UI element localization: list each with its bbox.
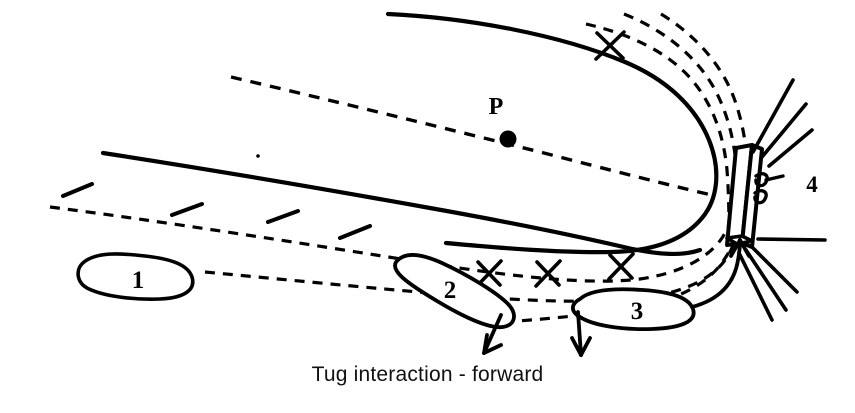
hatch-line xyxy=(760,102,808,159)
vessel-1-hull xyxy=(76,252,195,301)
vessel-2[interactable]: 2 xyxy=(393,253,516,330)
pivot-point-group: P xyxy=(489,94,517,148)
vessel-3[interactable]: 3 xyxy=(570,287,696,332)
hatch-line xyxy=(756,237,827,242)
vessel-2-hull xyxy=(393,253,516,330)
vessel-1-label: 1 xyxy=(132,267,145,294)
quay-fenders xyxy=(753,172,785,205)
tick-mark xyxy=(61,182,94,198)
hatch-line xyxy=(744,248,788,312)
tick-mark xyxy=(170,202,204,217)
tick-mark xyxy=(338,224,372,240)
cross-marker-upper xyxy=(594,30,626,61)
track-curve-lower-a xyxy=(49,191,739,283)
centerline-group xyxy=(230,75,717,198)
hatch-line xyxy=(767,128,814,168)
vessel-2-label: 2 xyxy=(444,277,457,304)
arrow-ship2-forward xyxy=(482,313,503,355)
vessel-3-label: 3 xyxy=(631,298,644,325)
pivot-point-label: P xyxy=(489,94,504,120)
centerline-dashed xyxy=(230,75,717,198)
land-hatching xyxy=(737,78,827,322)
hatch-line xyxy=(751,78,795,154)
track-curve-upper-a xyxy=(585,22,731,239)
pivot-point-dot xyxy=(499,130,517,148)
track-curve-upper-c xyxy=(660,12,750,243)
arrow-tug-push xyxy=(690,238,751,309)
cross-marker-lower-3 xyxy=(607,252,635,281)
figure-caption: Tug interaction - forward xyxy=(311,363,544,386)
cross-marker-lower-2 xyxy=(534,259,562,288)
quay-label: 4 xyxy=(806,172,818,197)
quay-structure[interactable]: 4 xyxy=(725,143,818,249)
channel-tick-marks xyxy=(61,182,372,240)
hatch-line xyxy=(737,251,774,322)
hatch-line xyxy=(750,245,799,294)
vessel-1[interactable]: 1 xyxy=(76,252,195,301)
channel-outer-edge xyxy=(385,11,719,255)
ink-speck xyxy=(256,154,260,158)
tick-mark xyxy=(266,209,300,224)
motion-arrows xyxy=(482,238,751,357)
channel-boundaries xyxy=(100,11,719,257)
track-curve-upper-b xyxy=(623,12,740,241)
channel-inner-edge xyxy=(100,150,703,257)
arrow-ship3-forward xyxy=(570,310,592,357)
